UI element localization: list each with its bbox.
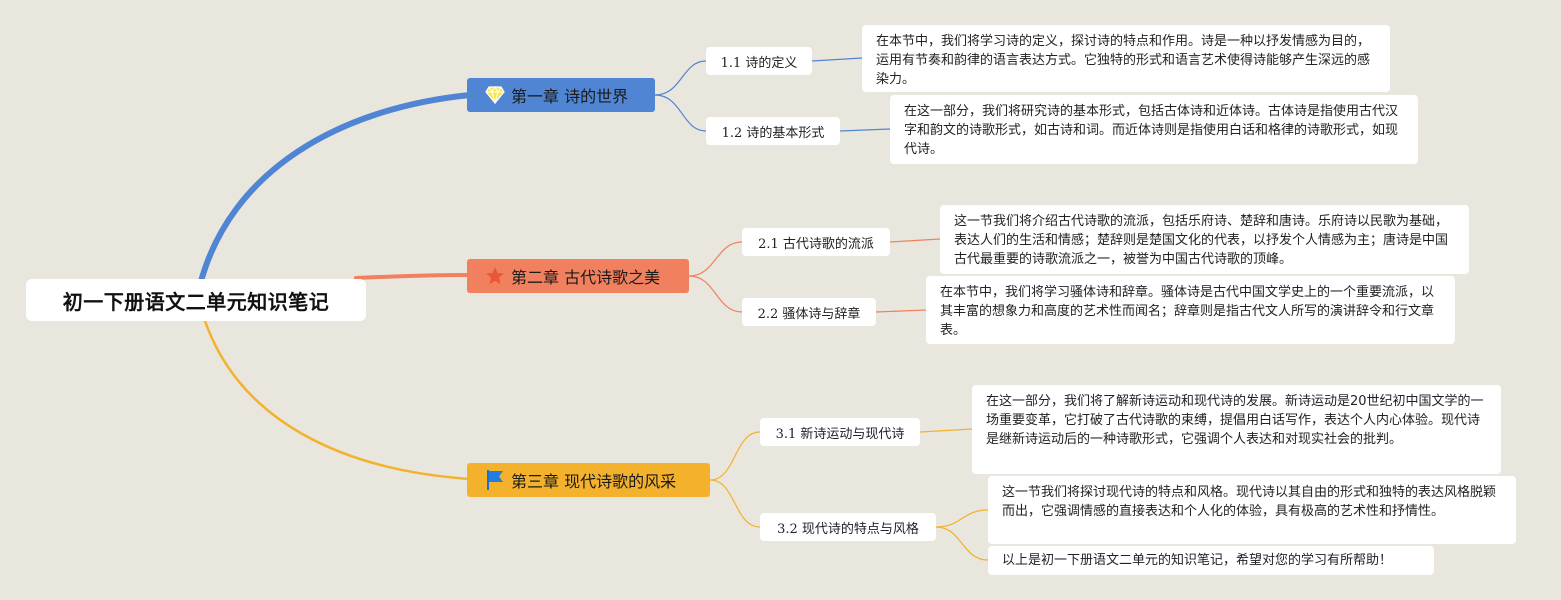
- diamond-icon: [485, 85, 505, 105]
- section-1-2-label: 1.2 诗的基本形式: [721, 125, 825, 141]
- connector-section-1-2-note: [839, 128, 891, 132]
- chapter-1-topic[interactable]: 第一章 诗的世界: [467, 78, 655, 112]
- section-3-1-label: 3.1 新诗运动与现代诗: [775, 426, 905, 442]
- connector-section-1-1-note: [811, 57, 863, 62]
- section-1-2-topic[interactable]: 1.2 诗的基本形式: [706, 117, 840, 145]
- connector-section-2-2-note: [875, 309, 927, 313]
- note-3-2[interactable]: 这一节我们将探讨现代诗的特点和风格。现代诗以其自由的形式和独特的表达风格脱颖而出…: [988, 476, 1516, 544]
- section-2-1-topic[interactable]: 2.1 古代诗歌的流派: [742, 228, 890, 256]
- section-3-2-label: 3.2 现代诗的特点与风格: [777, 521, 919, 537]
- chapter-2-label: 第二章 古代诗歌之美: [511, 268, 661, 287]
- note-2-2[interactable]: 在本节中，我们将学习骚体诗和辞章。骚体诗是古代中国文学史上的一个重要流派，以其丰…: [926, 276, 1455, 344]
- connector-root-chapter-3: [203, 319, 472, 481]
- note-1-2-text: 在这一部分，我们将研究诗的基本形式，包括古体诗和近体诗。古体诗是指使用古代汉字和…: [904, 104, 1399, 157]
- note-3-2-summary[interactable]: 以上是初一下册语文二单元的知识笔记，希望对您的学习有所帮助！: [988, 546, 1434, 575]
- connector-chapter-3-section-1: [709, 431, 761, 481]
- section-2-2-topic[interactable]: 2.2 骚体诗与辞章: [742, 298, 876, 326]
- connector-section-3-2-note-1: [935, 509, 989, 528]
- note-3-1[interactable]: 在这一部分，我们将了解新诗运动和现代诗的发展。新诗运动是20世纪初中国文学的一场…: [972, 385, 1501, 474]
- note-3-1-text: 在这一部分，我们将了解新诗运动和现代诗的发展。新诗运动是20世纪初中国文学的一场…: [986, 394, 1484, 447]
- root-title: 初一下册语文二单元知识笔记: [62, 289, 330, 314]
- connector-chapter-2-section-2: [688, 275, 743, 313]
- connector-root-chapter-2: [354, 273, 472, 280]
- connector-section-2-1-note: [889, 238, 941, 243]
- note-1-1[interactable]: 在本节中，我们将学习诗的定义，探讨诗的特点和作用。诗是一种以抒发情感为目的，运用…: [862, 25, 1390, 92]
- connector-chapter-1-section-1: [654, 60, 707, 96]
- connector-root-chapter-1: [197, 92, 473, 288]
- note-2-1[interactable]: 这一节我们将介绍古代诗歌的流派，包括乐府诗、楚辞和唐诗。乐府诗以民歌为基础，表达…: [940, 205, 1469, 274]
- note-3-2-summary-text: 以上是初一下册语文二单元的知识笔记，希望对您的学习有所帮助！: [1002, 553, 1393, 568]
- connector-chapter-3-section-2: [709, 479, 761, 528]
- connector-chapter-2-section-1: [688, 241, 743, 277]
- section-2-1-label: 2.1 古代诗歌的流派: [758, 236, 874, 252]
- chapter-1-label: 第一章 诗的世界: [511, 87, 629, 106]
- chapter-3-topic[interactable]: 第三章 现代诗歌的风采: [467, 463, 710, 497]
- chapter-2-topic[interactable]: 第二章 古代诗歌之美: [467, 259, 689, 293]
- note-2-2-text: 在本节中，我们将学习骚体诗和辞章。骚体诗是古代中国文学史上的一个重要流派，以其丰…: [940, 285, 1435, 338]
- root-topic[interactable]: 初一下册语文二单元知识笔记: [26, 279, 366, 321]
- note-3-2-text: 这一节我们将探讨现代诗的特点和风格。现代诗以其自由的形式和独特的表达风格脱颖而出…: [1002, 485, 1497, 519]
- section-3-1-topic[interactable]: 3.1 新诗运动与现代诗: [760, 418, 920, 446]
- section-3-2-topic[interactable]: 3.2 现代诗的特点与风格: [760, 513, 936, 541]
- section-1-1-label: 1.1 诗的定义: [720, 55, 798, 71]
- connector-section-3-2-note-2: [935, 526, 989, 561]
- note-1-1-text: 在本节中，我们将学习诗的定义，探讨诗的特点和作用。诗是一种以抒发情感为目的，运用…: [876, 34, 1371, 87]
- connector-chapter-1-section-2: [654, 94, 707, 132]
- star-icon: [485, 266, 505, 286]
- flag-icon: [485, 470, 505, 490]
- note-1-2[interactable]: 在这一部分，我们将研究诗的基本形式，包括古体诗和近体诗。古体诗是指使用古代汉字和…: [890, 95, 1418, 164]
- connector-section-3-1-note: [919, 428, 973, 433]
- note-2-1-text: 这一节我们将介绍古代诗歌的流派，包括乐府诗、楚辞和唐诗。乐府诗以民歌为基础，表达…: [954, 214, 1449, 267]
- section-2-2-label: 2.2 骚体诗与辞章: [757, 306, 861, 322]
- section-1-1-topic[interactable]: 1.1 诗的定义: [706, 47, 812, 75]
- chapter-3-label: 第三章 现代诗歌的风采: [511, 472, 677, 491]
